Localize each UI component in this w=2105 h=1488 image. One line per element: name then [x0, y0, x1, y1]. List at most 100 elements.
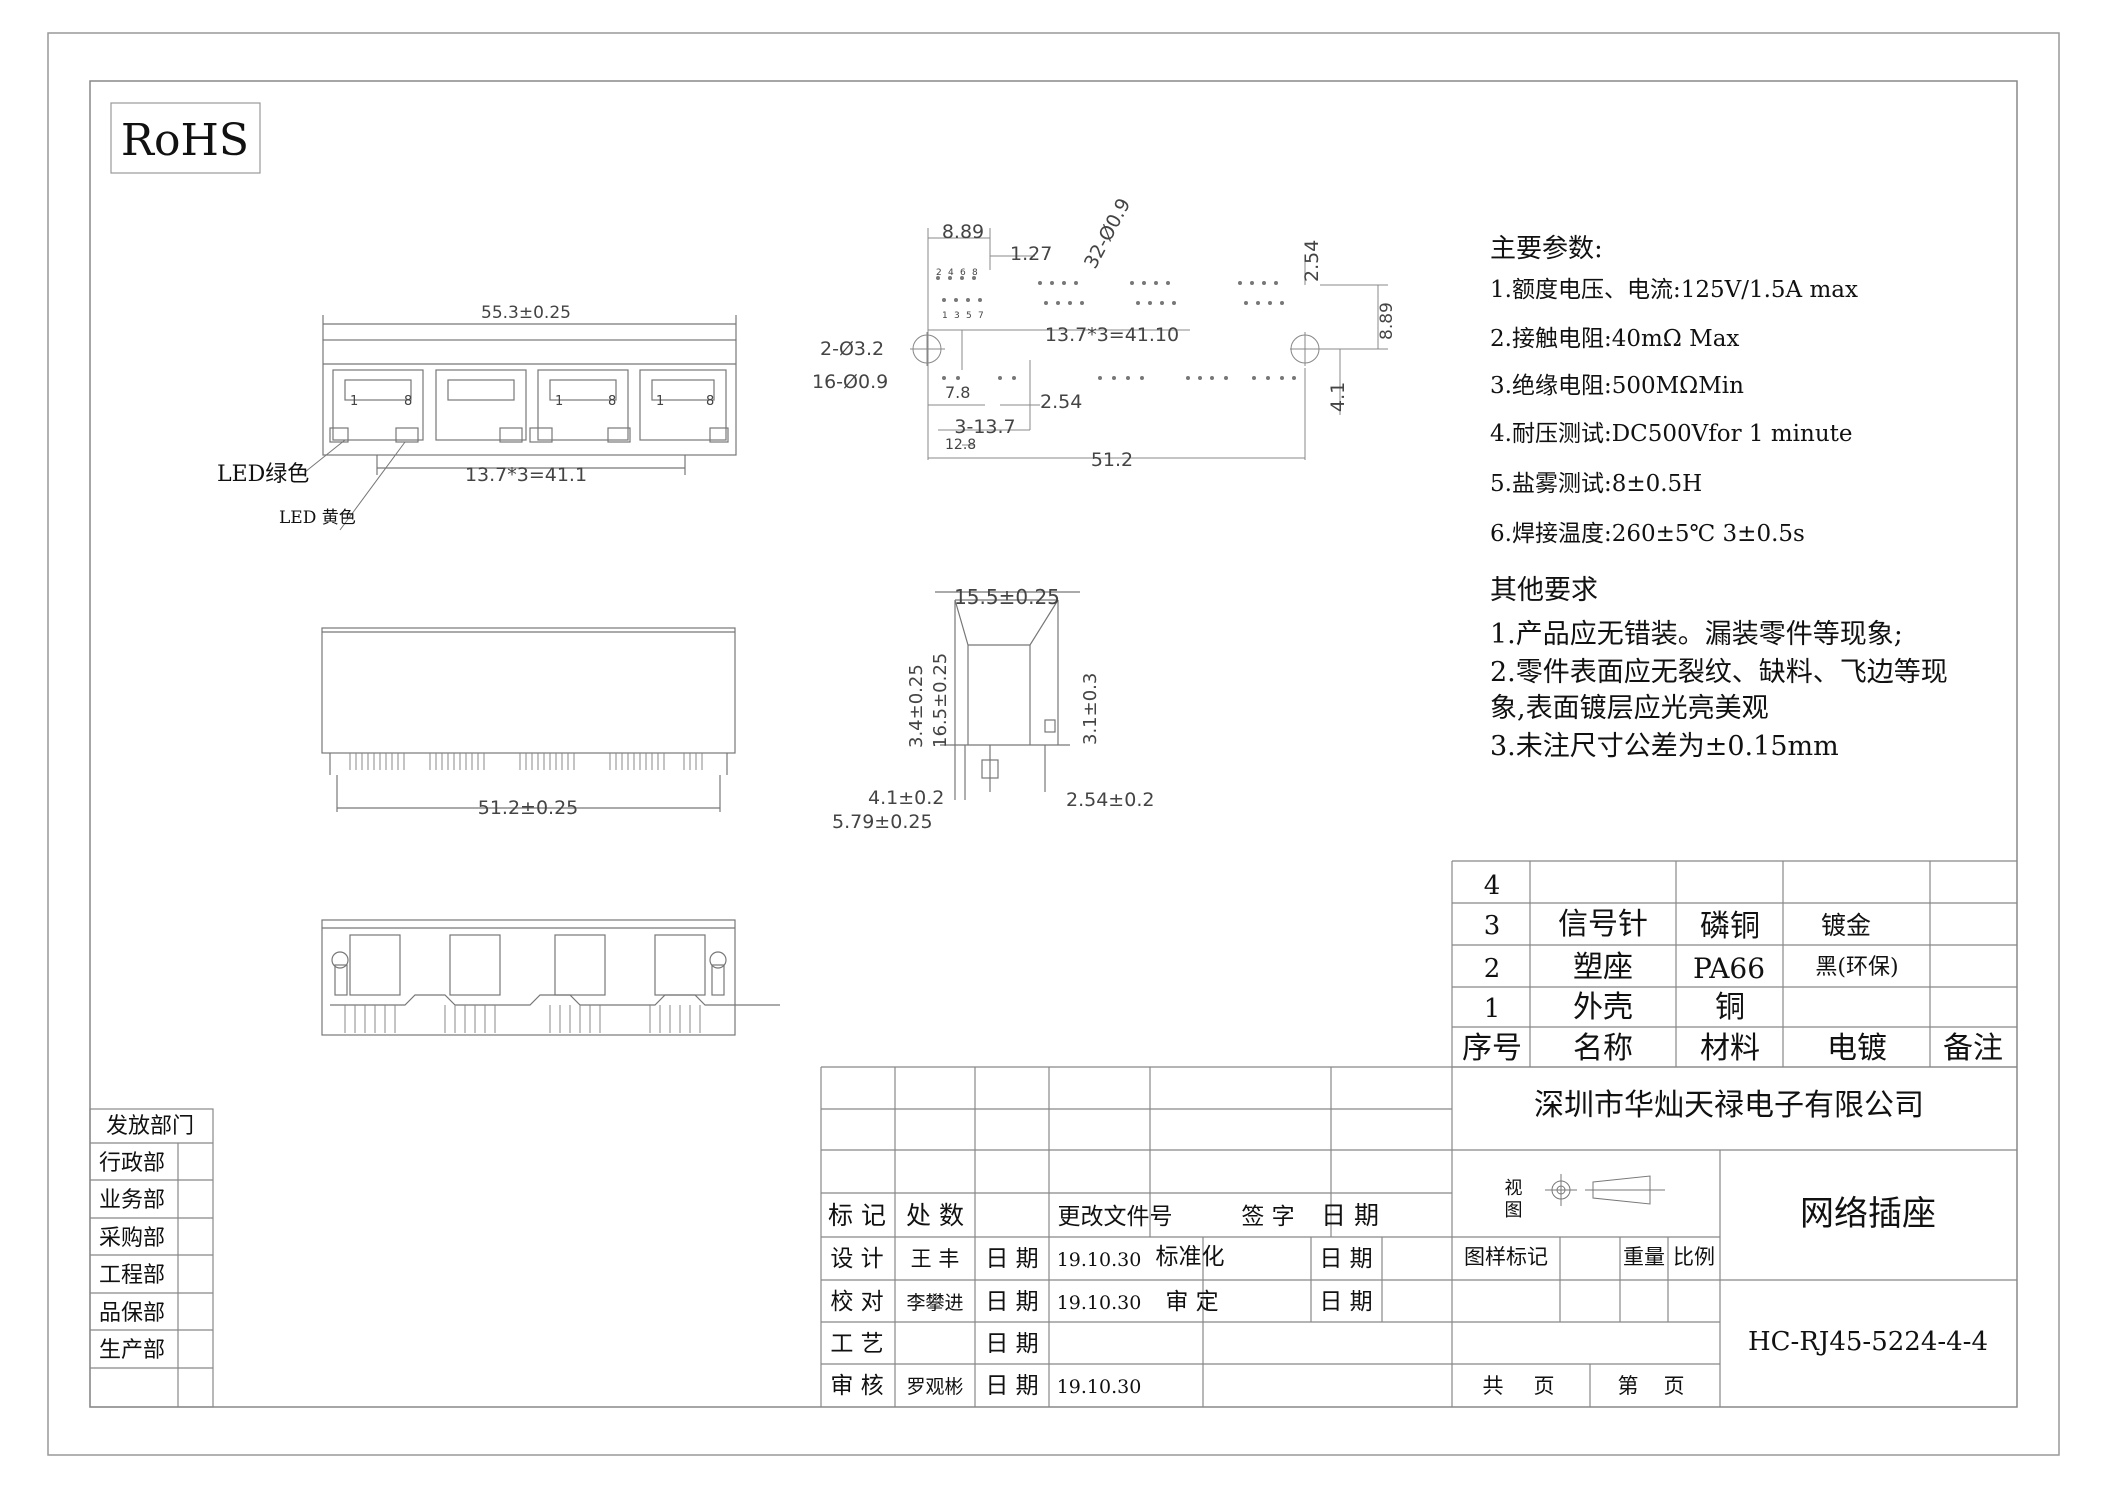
dim-12-8: 12.8 [945, 437, 976, 453]
bom-no-3: 3 [1484, 911, 1501, 941]
rohs-label: RoHS [121, 115, 249, 166]
tb-header-date: 日 期 [1321, 1201, 1379, 1230]
tb-sheet-label: 第 [1618, 1374, 1639, 1398]
front-pin-label-8c: 8 [706, 394, 714, 409]
tb-check-label: 校 对 [830, 1289, 883, 1315]
param-soldering: 6.焊接温度:260±5℃ 3±0.5s [1490, 521, 1805, 547]
dept-admin: 行政部 [99, 1151, 165, 1176]
bom-header-remark: 备注 [1943, 1031, 2003, 1066]
pad-label-6: 6 [960, 268, 966, 278]
dim-3-13-7: 3-13.7 [954, 416, 1015, 438]
side-view-pins [349, 753, 703, 770]
tb-sheet-unit: 页 [1664, 1374, 1685, 1398]
tb-weight: 重量 [1623, 1245, 1665, 1269]
dim-pitch-41-10: 13.7*3=41.10 [1045, 324, 1179, 346]
front-pin-label-8a: 8 [404, 394, 412, 409]
tb-date-label-1: 日 期 [985, 1246, 1038, 1272]
front-pin-label-1c: 1 [656, 394, 664, 409]
dept-engineering: 工程部 [99, 1263, 165, 1288]
bom-name-3: 信号针 [1558, 907, 1648, 942]
dim-16-hole-09: 16-Ø0.9 [812, 371, 888, 393]
tb-review-label: 审 核 [830, 1373, 883, 1399]
view-label: 视图 [1502, 1178, 1523, 1222]
pad-label-8: 8 [972, 268, 978, 278]
sec-16-5-dim: 16.5±0.25 [930, 653, 951, 748]
titleblock-grid [820, 1066, 2017, 1407]
front-pin-label-1b: 1 [555, 394, 563, 409]
bottom-view-pins [344, 1005, 701, 1033]
tb-reviewer: 罗观彬 [906, 1376, 963, 1398]
sec-2-54-dim: 2.54±0.2 [1066, 789, 1154, 811]
tb-pattern-mark: 图样标记 [1464, 1245, 1548, 1269]
dim-8-89-top: 8.89 [942, 221, 984, 243]
tb-standard-label: 标准化 [1156, 1244, 1225, 1270]
sec-3-1-dim: 3.1±0.3 [1080, 673, 1101, 745]
params-title: 主要参数: [1490, 234, 1603, 264]
tb-review-date: 19.10.30 [1057, 1376, 1142, 1398]
dept-business: 业务部 [99, 1188, 165, 1213]
bom-no-1: 1 [1484, 994, 1501, 1024]
tb-check-date: 19.10.30 [1057, 1292, 1142, 1314]
req-title: 其他要求 [1490, 575, 1598, 606]
outer-frame [47, 32, 2060, 1456]
bom-header-material: 材料 [1700, 1031, 1760, 1066]
bom-plating-2: 黑(环保) [1815, 955, 1898, 980]
tb-checker: 李攀进 [906, 1292, 963, 1314]
tb-header-docno: 更改文件号 [1058, 1204, 1173, 1230]
dim-2-54-top: 2.54 [1301, 240, 1323, 282]
bottom-view [321, 919, 780, 1036]
led-green-label: LED绿色 [217, 462, 309, 487]
front-pin-label-8b: 8 [608, 394, 616, 409]
section-view [935, 591, 1080, 800]
tb-header-mark: 标 记 [828, 1201, 886, 1230]
tb-scale: 比例 [1673, 1245, 1715, 1269]
led-leaders [304, 439, 406, 531]
dim-2-54: 2.54 [1040, 391, 1082, 413]
side-width-dim: 51.2±0.25 [478, 797, 579, 819]
param-voltage: 1.额度电压、电流:125V/1.5A max [1490, 277, 1858, 303]
sec-4-1-dim: 4.1±0.2 [868, 787, 944, 809]
pcb-footprint [910, 228, 1388, 460]
bom-material-1: 铜 [1715, 990, 1745, 1025]
part-number: HC-RJ45-5224-4-4 [1748, 1327, 1988, 1357]
tb-date-label-5: 日 期 [985, 1331, 1038, 1357]
side-view [321, 627, 736, 812]
pad-label-1: 1 [942, 311, 948, 321]
dept-purchasing: 采购部 [99, 1226, 165, 1251]
dim-2-hole-32: 2-Ø3.2 [820, 338, 884, 360]
bom-header-name: 名称 [1573, 1031, 1633, 1066]
pcb-holes [936, 276, 1296, 380]
front-pin-label-1a: 1 [350, 394, 358, 409]
req-item-3: 3.未注尺寸公差为±0.15mm [1490, 731, 1839, 762]
dim-4-1-right: 4.1 [1327, 382, 1349, 412]
tb-date-label-3: 日 期 [985, 1289, 1038, 1315]
tb-total-label: 共 [1483, 1374, 1504, 1398]
company-name: 深圳市华灿天禄电子有限公司 [1534, 1088, 1924, 1123]
tb-process-label: 工 艺 [830, 1331, 883, 1357]
pad-label-3: 3 [954, 311, 960, 321]
led-yellow-label: LED 黄色 [279, 508, 356, 528]
bom-name-2: 塑座 [1573, 950, 1633, 985]
bom-header-no: 序号 [1462, 1031, 1522, 1066]
bom-name-1: 外壳 [1573, 990, 1633, 1025]
bom-material-3: 磷铜 [1700, 909, 1760, 944]
param-salt-spray: 5.盐雾测试:8±0.5H [1490, 471, 1703, 497]
product-name: 网络插座 [1800, 1194, 1936, 1234]
tb-date-label-2: 日 期 [1319, 1246, 1372, 1272]
tb-approve-label: 审 定 [1165, 1289, 1218, 1315]
other-requirements: 其他要求 1.产品应无错装。漏装零件等现象; 2.零件表面应无裂纹、缺料、飞边等… [1490, 568, 2010, 768]
tb-date-label-6: 日 期 [985, 1373, 1038, 1399]
sec-15-5-dim: 15.5±0.25 [954, 585, 1060, 609]
pad-label-4: 4 [948, 268, 954, 278]
sec-5-79-dim: 5.79±0.25 [832, 811, 933, 833]
req-item-2: 2.零件表面应无裂纹、缺料、飞边等现 [1490, 657, 1948, 688]
tb-header-sign: 签 字 [1241, 1204, 1294, 1230]
dept-production: 生产部 [99, 1338, 165, 1363]
param-withstand: 4.耐压测试:DC500Vfor 1 minute [1490, 421, 1853, 447]
tb-design-label: 设 计 [830, 1246, 883, 1272]
inner-frame [89, 80, 2018, 1408]
dept-quality: 品保部 [99, 1301, 165, 1326]
req-item-2-cont: 象,表面镀层应光亮美观 [1490, 693, 1769, 724]
param-contact-resistance: 2.接触电阻:40mΩ Max [1490, 326, 1740, 352]
